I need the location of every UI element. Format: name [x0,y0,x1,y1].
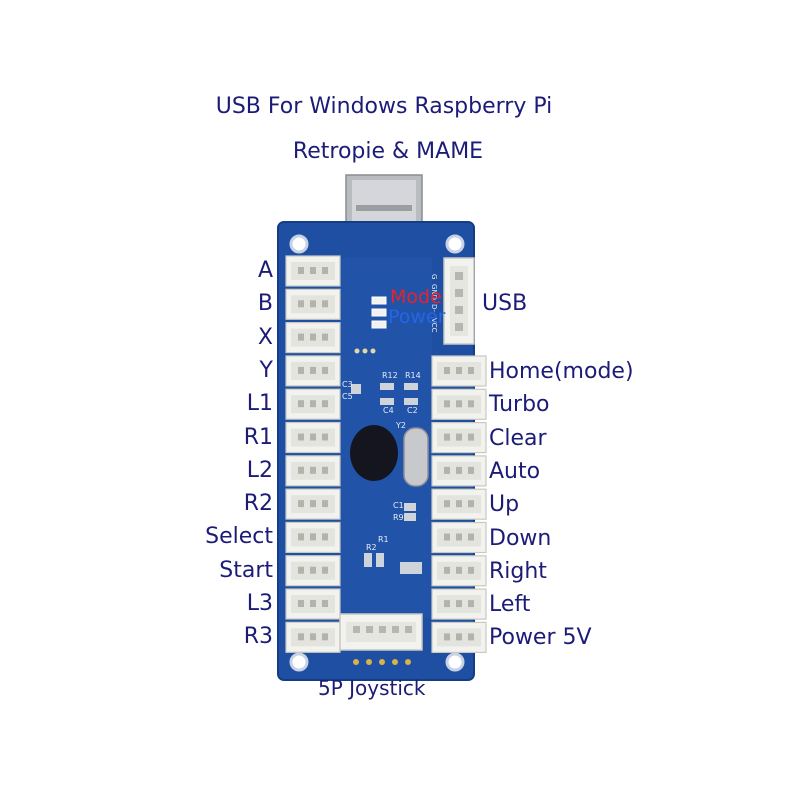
left-button-connectors [285,255,341,653]
left-connector-6 [285,421,341,454]
silk-d: D- [430,304,438,312]
power-led-label: Power [388,306,446,328]
title-line-2: Retropie & MAME [292,139,484,164]
usb-label: USB [482,291,528,316]
silk-r9: R9 [393,513,404,522]
left-connector-5 [285,388,341,420]
chip-blob [350,425,398,481]
left-connector-8 [285,488,341,520]
right-label-power-5v: Power 5V [489,625,592,651]
silk-c1: C1 [393,501,404,510]
left-label-y: Y [259,357,273,383]
right-connector-4 [431,455,487,487]
left-label-start: Start [219,557,273,583]
left-label-x: X [257,324,273,350]
right-label-left: Left [489,592,531,618]
left-connector-7 [285,455,341,487]
usb-header-connector [443,257,475,345]
right-label-right: Right [489,558,547,584]
right-label-clear: Clear [489,425,547,451]
silk-r14: R14 [405,371,421,380]
title-line-1: USB For Windows Raspberry Pi [215,94,553,119]
silk-vcc: VCC [430,318,438,333]
mounting-holes [289,234,465,672]
right-button-connectors [431,355,487,654]
right-connector-6 [431,521,487,554]
silk-r2: R2 [366,543,377,552]
left-label-r2: R2 [243,491,273,517]
mode-led-label: Mode [390,286,442,308]
right-connector-9 [431,621,487,654]
silk-c2: C2 [407,406,418,415]
joystick-connector [339,613,423,665]
right-connector-3 [431,422,487,454]
right-label-auto: Auto [489,458,541,484]
left-label-a: A [257,258,273,283]
right-label-up: Up [489,492,520,518]
silk-g: G [430,274,438,279]
left-connector-12 [285,621,341,653]
silk-r1: R1 [378,535,389,544]
silk-gnd: GND [430,284,438,300]
left-label-l1: L1 [246,391,273,417]
right-connector-8 [431,588,487,620]
led-indicators [371,296,387,329]
silk-c5: C5 [342,392,353,401]
left-connector-10 [285,555,341,587]
right-connector-7 [431,555,487,587]
left-label-select: Select [205,524,273,550]
left-connector-2 [285,288,341,320]
right-connector-1 [431,355,487,387]
left-label-l2: L2 [246,457,273,483]
joystick-label: 5P Joystick [318,676,426,700]
silk-c3: C3 [342,380,353,389]
silk-y2: Y2 [395,421,406,430]
left-connector-4 [285,355,341,387]
silk-r12: R12 [382,371,398,380]
left-label-b: B [257,291,273,317]
left-connector-3 [285,322,341,354]
silk-c4: C4 [383,406,394,415]
left-label-r3: R3 [243,624,273,650]
right-label-turbo: Turbo [489,392,550,418]
left-connector-11 [285,588,341,620]
right-connector-2 [431,388,487,420]
crystal [403,427,429,487]
right-connector-5 [431,488,487,520]
smd-components [351,383,422,574]
left-connector-9 [285,521,341,554]
right-label-down: Down [489,525,552,551]
right-label-home-mode: Home(mode) [489,359,634,384]
left-label-l3: L3 [246,591,273,616]
left-label-r1: R1 [243,424,273,450]
left-connector-1 [285,255,341,287]
